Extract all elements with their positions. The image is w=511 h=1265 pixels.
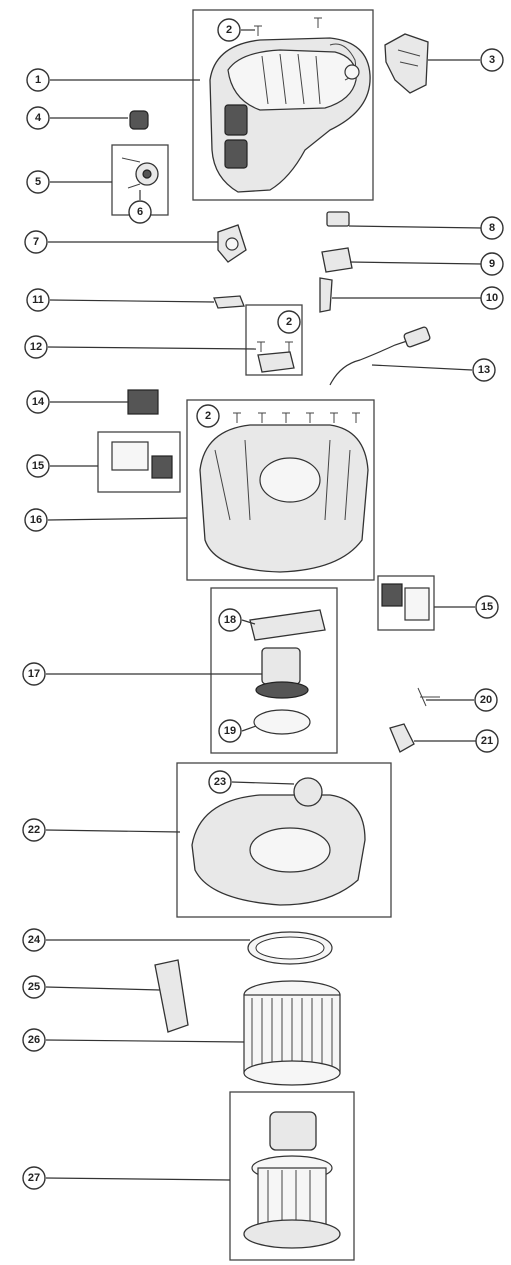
- callout-label: 19: [224, 725, 236, 737]
- part-small-bracket: [213, 295, 245, 309]
- callout-20: 20: [474, 688, 498, 712]
- callout-22: 22: [22, 818, 46, 842]
- callout-label: 4: [35, 112, 42, 124]
- part-knob: [129, 110, 149, 130]
- callout-13: 13: [472, 358, 496, 382]
- callout-24: 24: [22, 928, 46, 952]
- callout-9: 9: [480, 252, 504, 276]
- part-clip: [417, 687, 440, 707]
- callout-label: 11: [32, 294, 44, 306]
- callout-label: 2: [226, 24, 232, 36]
- part-bracket: [257, 351, 295, 373]
- callout-26: 26: [22, 1028, 46, 1052]
- callout-1: 1: [26, 68, 50, 92]
- callout-27: 27: [22, 1166, 46, 1190]
- part-switch: [121, 157, 159, 189]
- callout-25: 25: [22, 975, 46, 999]
- callout-12: 12: [24, 335, 48, 359]
- callout-21: 21: [475, 729, 499, 753]
- part-label: [127, 389, 159, 415]
- callout-label: 22: [28, 824, 40, 836]
- callout-label: 2: [286, 316, 292, 328]
- callout-5: 5: [26, 170, 50, 194]
- callout-label: 15: [32, 460, 44, 472]
- callout-6: 6: [128, 200, 152, 224]
- callout-3: 3: [480, 48, 504, 72]
- group-box-label-kit-right: [377, 575, 435, 631]
- part-latch: [384, 33, 429, 94]
- callout-8: 8: [480, 216, 504, 240]
- callout-label: 20: [480, 694, 492, 706]
- part-top-housing: [209, 37, 371, 193]
- callout-2: 2: [217, 18, 241, 42]
- part-motor-base: [199, 424, 369, 573]
- callout-19: 19: [218, 719, 242, 743]
- callout-label: 13: [478, 364, 490, 376]
- group-box-motor: [210, 587, 338, 754]
- callout-label: 27: [28, 1172, 40, 1184]
- callout-label: 5: [35, 176, 41, 188]
- part-cartridge-filter: [243, 980, 341, 1086]
- part-float-cage: [243, 1111, 341, 1249]
- callout-label: 26: [28, 1034, 40, 1046]
- callout-4: 4: [26, 106, 50, 130]
- part-small-latch: [389, 723, 415, 753]
- group-box-label-kit-left: [97, 431, 181, 493]
- group-box-bracket-kit: [245, 304, 303, 376]
- group-box-float-cage: [229, 1091, 355, 1261]
- callout-2c: 2: [196, 404, 220, 428]
- callout-label: 7: [33, 236, 39, 248]
- group-box-top-housing: [192, 9, 374, 201]
- part-gasket: [247, 931, 333, 965]
- part-cord-clip-bottom: [319, 277, 333, 313]
- part-cord-clip-middle: [321, 247, 353, 273]
- callout-label: 15: [481, 601, 493, 613]
- callout-label: 23: [214, 776, 226, 788]
- part-screws: [233, 17, 360, 423]
- leader-lines: [45, 29, 483, 1181]
- callout-2b: 2: [277, 310, 301, 334]
- callout-15b: 15: [475, 595, 499, 619]
- part-mounting-plate: [217, 224, 247, 263]
- callout-label: 10: [486, 292, 498, 304]
- part-label-sheets: [111, 441, 430, 621]
- callout-10: 10: [480, 286, 504, 310]
- callout-label: 8: [489, 222, 495, 234]
- callout-label: 3: [489, 54, 495, 66]
- callout-label: 14: [32, 396, 45, 408]
- callout-23: 23: [208, 770, 232, 794]
- callout-label: 25: [28, 981, 40, 993]
- part-power-cord: [329, 326, 431, 386]
- callout-16: 16: [24, 508, 48, 532]
- group-box-lower-housing: [176, 762, 392, 918]
- part-cord-clip-top: [326, 211, 350, 227]
- callout-18: 18: [218, 608, 242, 632]
- callout-7: 7: [24, 230, 48, 254]
- callout-11: 11: [26, 288, 50, 312]
- part-lower-housing: [191, 777, 366, 906]
- part-motor: [249, 609, 326, 735]
- callout-label: 9: [489, 258, 495, 270]
- callout-17: 17: [22, 662, 46, 686]
- callout-label: 1: [35, 74, 41, 86]
- callout-label: 16: [30, 514, 42, 526]
- callout-label: 6: [137, 206, 143, 218]
- callout-label: 17: [28, 668, 40, 680]
- group-box-motor-base: [186, 399, 375, 581]
- part-bag: [154, 959, 189, 1033]
- callout-15: 15: [26, 454, 50, 478]
- callout-label: 18: [224, 614, 236, 626]
- callout-label: 2: [205, 410, 211, 422]
- callout-label: 21: [481, 735, 493, 747]
- callout-label: 12: [30, 341, 42, 353]
- callout-label: 24: [28, 934, 41, 946]
- callout-14: 14: [26, 390, 50, 414]
